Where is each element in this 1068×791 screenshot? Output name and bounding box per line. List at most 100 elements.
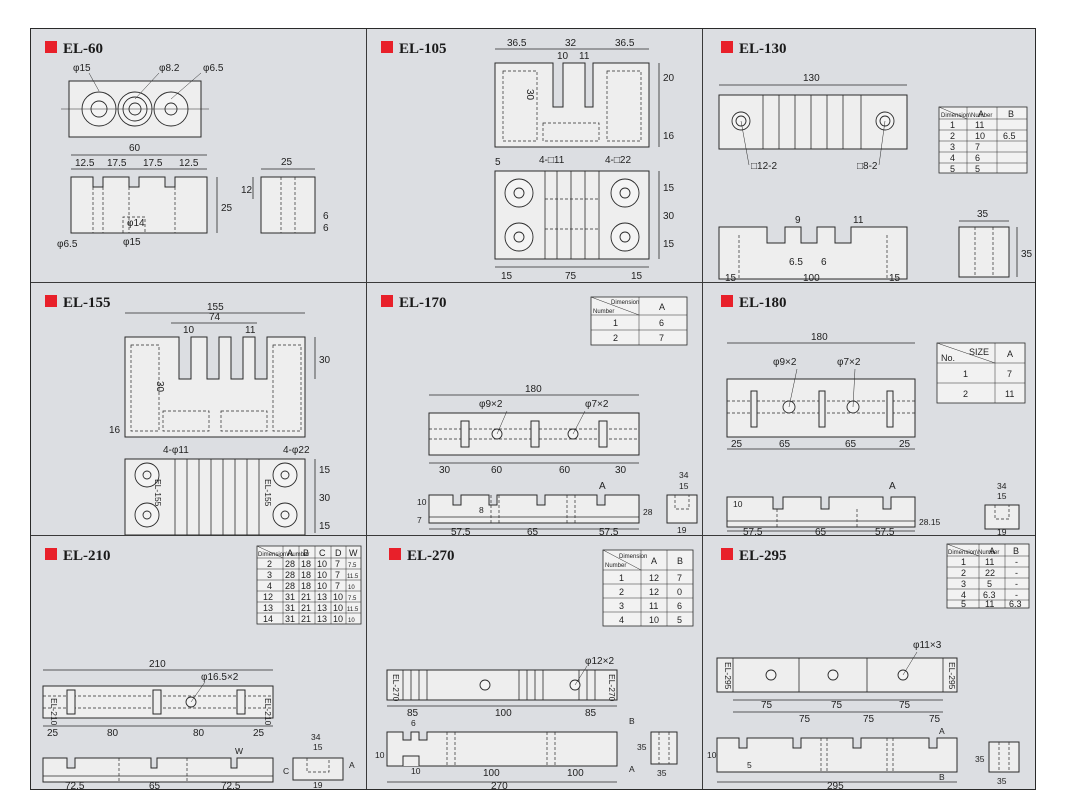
dim-label: 75 (799, 714, 811, 725)
table-corner-bottom: No. (941, 353, 955, 363)
table-cell: 13 (263, 603, 273, 613)
dim-label: 25 (899, 439, 911, 450)
red-square-icon (381, 41, 393, 53)
red-square-icon (721, 548, 733, 560)
dim-label: φ8.2 (159, 63, 180, 74)
table-cell: 22 (985, 568, 995, 578)
table-cell: 12 (649, 573, 659, 583)
dim-label: 30 (319, 355, 331, 366)
dim-label: 35 (637, 742, 647, 752)
panel-el295: EL-295 Dimension\Number A B 1 11 - 2 22 … (703, 536, 1036, 789)
dim-label: 75 (831, 700, 843, 711)
dimension-table: Dimension Number A 1 6 2 7 (590, 296, 688, 346)
red-square-icon (721, 295, 733, 307)
dim-label: 57.5 (599, 527, 619, 535)
table-cell: - (1015, 557, 1018, 567)
dim-label: 15 (631, 271, 643, 282)
dim-label: 25 (47, 728, 59, 739)
side-marking: EL-210 (263, 698, 273, 726)
red-square-icon (389, 548, 401, 560)
dim-label: 100 (803, 273, 820, 282)
front-view (726, 496, 916, 528)
table-cell: 6.3 (1009, 599, 1022, 609)
table-cell: 10 (317, 570, 327, 580)
dim-label: 15 (663, 183, 675, 194)
dim-label: 16 (109, 425, 121, 436)
table-cell: 11 (649, 601, 658, 611)
divider-v2 (702, 29, 703, 789)
table-cell: 7 (659, 333, 664, 343)
table-cell: 7 (975, 142, 980, 152)
side-view (958, 226, 1010, 278)
dim-label: 4-□22 (605, 155, 631, 166)
dim-label: 15 (725, 273, 737, 282)
dim-label: 15 (889, 273, 901, 282)
table-cell: 21 (301, 592, 311, 602)
divider-h1 (31, 282, 1035, 283)
red-square-icon (45, 295, 57, 307)
table-cell: 18 (301, 559, 311, 569)
table-cell: 28 (285, 559, 295, 569)
table-cell: 1 (963, 369, 968, 379)
dim-label: 12 (241, 185, 253, 196)
front-view (70, 176, 208, 234)
table-header: B (677, 556, 683, 566)
table-cell: 6 (975, 153, 980, 163)
dim-label: A (629, 764, 635, 774)
dim-label: 15 (997, 491, 1007, 501)
table-cell: 10 (333, 592, 343, 602)
model-title: EL-105 (399, 41, 447, 57)
red-square-icon (381, 295, 393, 307)
dim-label: 75 (565, 271, 577, 282)
table-cell: 28 (285, 570, 295, 580)
dim-label: A (939, 726, 945, 736)
table-cell: 10 (317, 559, 327, 569)
table-header: C (319, 548, 326, 558)
table-cell: 4 (267, 581, 272, 591)
dim-label: 100 (567, 768, 584, 779)
dim-label: 15 (663, 239, 675, 250)
dim-label: 65 (845, 439, 857, 450)
dim-label: 85 (407, 708, 419, 719)
dim-label: □12-2 (751, 161, 777, 172)
dim-label: φ7×2 (837, 357, 861, 368)
table-cell: 11 (985, 557, 994, 567)
dim-label: 15 (501, 271, 513, 282)
dim-label: 35 (977, 209, 989, 220)
dim-label: φ11×3 (913, 640, 942, 651)
table-corner: Dimension\Number (941, 113, 992, 119)
dim-label: 180 (525, 384, 542, 395)
side-marking: EL-155 (153, 479, 163, 507)
table-cell: 10 (333, 603, 343, 613)
table-cell: 2 (961, 568, 966, 578)
table-cell: 11.5 (347, 574, 359, 580)
table-cell: 11.5 (347, 607, 359, 613)
dim-label: 4-φ11 (163, 445, 189, 456)
dim-label: 9 (795, 215, 801, 226)
dim-label: 30 (615, 465, 627, 476)
table-cell: 12 (649, 587, 659, 597)
table-cell: 5 (677, 615, 682, 625)
dim-label: 30 (524, 89, 535, 101)
dim-label: 75 (899, 700, 911, 711)
panel-el170: EL-170 Dimension Number A 1 6 2 7 180 φ9… (367, 283, 702, 535)
table-cell: 6 (659, 318, 664, 328)
dim-label: φ15 (73, 63, 91, 74)
table-cell: 28 (285, 581, 295, 591)
dim-label: φ14 (127, 218, 145, 229)
red-square-icon (721, 41, 733, 53)
table-cell: 11 (1005, 389, 1014, 399)
table-cell: 7 (1007, 369, 1012, 379)
table-corner-top: Dimension (619, 554, 647, 560)
dim-label: 35 (1021, 249, 1033, 260)
panel-el210: EL-210 Dimension\Number A B C D W 2 28 1… (31, 536, 366, 789)
model-title: EL-170 (399, 295, 447, 311)
dim-label: 28 (643, 507, 653, 517)
table-cell: 4 (619, 615, 624, 625)
table-cell: 2 (619, 587, 624, 597)
front-view (718, 226, 908, 280)
dim-label: 72.5 (65, 781, 85, 789)
table-cell: 7.5 (348, 596, 357, 602)
table-header: B (303, 548, 309, 558)
table-cell: 11 (985, 599, 994, 609)
